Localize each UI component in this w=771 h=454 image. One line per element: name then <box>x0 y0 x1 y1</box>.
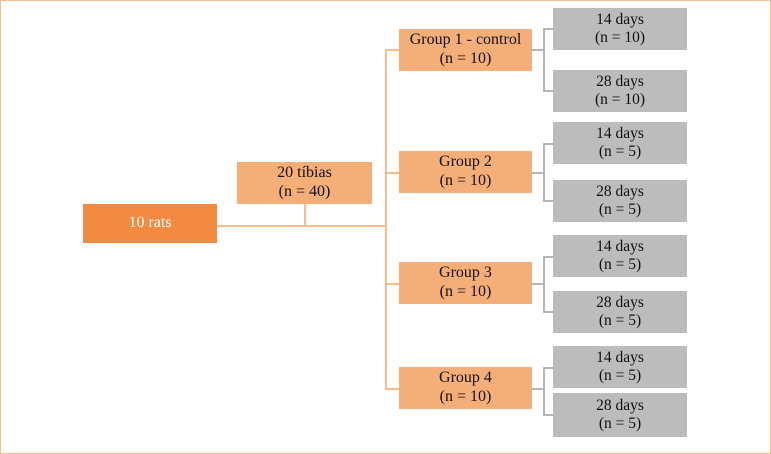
connector-trunk-to-group-1 <box>385 49 400 51</box>
node-group-1-timepoint-28d-count: (n = 10) <box>594 91 646 108</box>
node-root-rats[interactable]: 10 rats <box>83 204 217 243</box>
connector-group-4-to-tp-1 <box>543 367 554 369</box>
node-group-4-count: (n = 10) <box>439 388 492 405</box>
node-group-2[interactable]: Group 2 (n = 10) <box>399 151 532 193</box>
node-group-1-timepoint-14d-days: 14 days <box>596 10 644 28</box>
node-group-3[interactable]: Group 3 (n = 10) <box>399 262 532 304</box>
node-group-4-name: Group 4 <box>439 369 492 387</box>
connector-group-3-to-tp-1 <box>543 256 554 258</box>
connector-root-to-trunk <box>216 225 386 227</box>
connector-trunk-to-group-3 <box>385 283 400 285</box>
node-group-1-timepoint-14d-count: (n = 10) <box>594 29 646 46</box>
connector-main-trunk <box>385 50 387 389</box>
node-group-3-count: (n = 10) <box>439 283 492 300</box>
node-group-2-timepoint-14d[interactable]: 14 days (n = 5) <box>553 122 687 164</box>
node-group-4-timepoint-28d-count: (n = 5) <box>598 415 642 432</box>
node-group-2-timepoint-28d-count: (n = 5) <box>598 201 642 218</box>
connector-group-1-stem <box>532 49 544 51</box>
node-group-2-name: Group 2 <box>439 153 492 171</box>
connector-trunk-to-tibias <box>304 204 306 226</box>
node-group-2-timepoint-14d-count: (n = 5) <box>598 143 642 160</box>
connector-group-4-stem <box>532 388 544 390</box>
node-group-1[interactable]: Group 1 - control (n = 10) <box>399 29 532 71</box>
connector-group-2-stem <box>532 172 544 174</box>
connector-trunk-to-group-2 <box>385 172 400 174</box>
node-group-4-timepoint-14d-days: 14 days <box>596 348 644 366</box>
connector-group-3-to-tp-2 <box>543 311 554 313</box>
node-group-3-timepoint-14d-count: (n = 5) <box>598 256 642 273</box>
connector-group-2-bus <box>543 143 545 201</box>
connector-group-1-to-tp-1 <box>543 28 554 30</box>
node-group-1-count: (n = 10) <box>439 50 492 67</box>
connector-group-1-to-tp-2 <box>543 90 554 92</box>
connector-group-3-bus <box>543 256 545 312</box>
node-tibias-line-1: 20 tíbias <box>277 164 332 182</box>
node-group-3-timepoint-28d-days: 28 days <box>596 293 644 311</box>
node-group-2-count: (n = 10) <box>439 172 492 189</box>
node-group-1-timepoint-28d-days: 28 days <box>596 72 644 90</box>
node-group-3-name: Group 3 <box>439 264 492 282</box>
connector-group-4-bus <box>543 367 545 415</box>
connector-trunk-to-group-4 <box>385 388 400 390</box>
node-group-3-timepoint-14d-days: 14 days <box>596 237 644 255</box>
node-group-4-timepoint-28d-days: 28 days <box>596 396 644 414</box>
node-group-1-name: Group 1 - control <box>409 31 522 49</box>
node-root-label: 10 rats <box>128 214 172 232</box>
node-group-3-timepoint-28d[interactable]: 28 days (n = 5) <box>553 291 687 333</box>
node-group-3-timepoint-14d[interactable]: 14 days (n = 5) <box>553 235 687 277</box>
node-group-4[interactable]: Group 4 (n = 10) <box>399 367 532 409</box>
node-group-2-timepoint-28d-days: 28 days <box>596 182 644 200</box>
node-group-1-timepoint-28d[interactable]: 28 days (n = 10) <box>553 70 687 112</box>
node-group-3-timepoint-28d-count: (n = 5) <box>598 312 642 329</box>
node-group-4-timepoint-28d[interactable]: 28 days (n = 5) <box>553 393 687 437</box>
connector-group-1-bus <box>543 28 545 91</box>
connector-group-2-to-tp-1 <box>543 143 554 145</box>
node-group-1-timepoint-14d[interactable]: 14 days (n = 10) <box>553 8 687 50</box>
connector-group-4-to-tp-2 <box>543 414 554 416</box>
node-group-4-timepoint-14d-count: (n = 5) <box>598 367 642 384</box>
node-group-2-timepoint-28d[interactable]: 28 days (n = 5) <box>553 180 687 222</box>
connector-group-3-stem <box>532 283 544 285</box>
connector-group-2-to-tp-2 <box>543 200 554 202</box>
node-tibias-line-2: (n = 40) <box>278 183 331 200</box>
node-group-4-timepoint-14d[interactable]: 14 days (n = 5) <box>553 346 687 388</box>
node-group-2-timepoint-14d-days: 14 days <box>596 124 644 142</box>
node-tibias[interactable]: 20 tíbias (n = 40) <box>237 162 372 204</box>
